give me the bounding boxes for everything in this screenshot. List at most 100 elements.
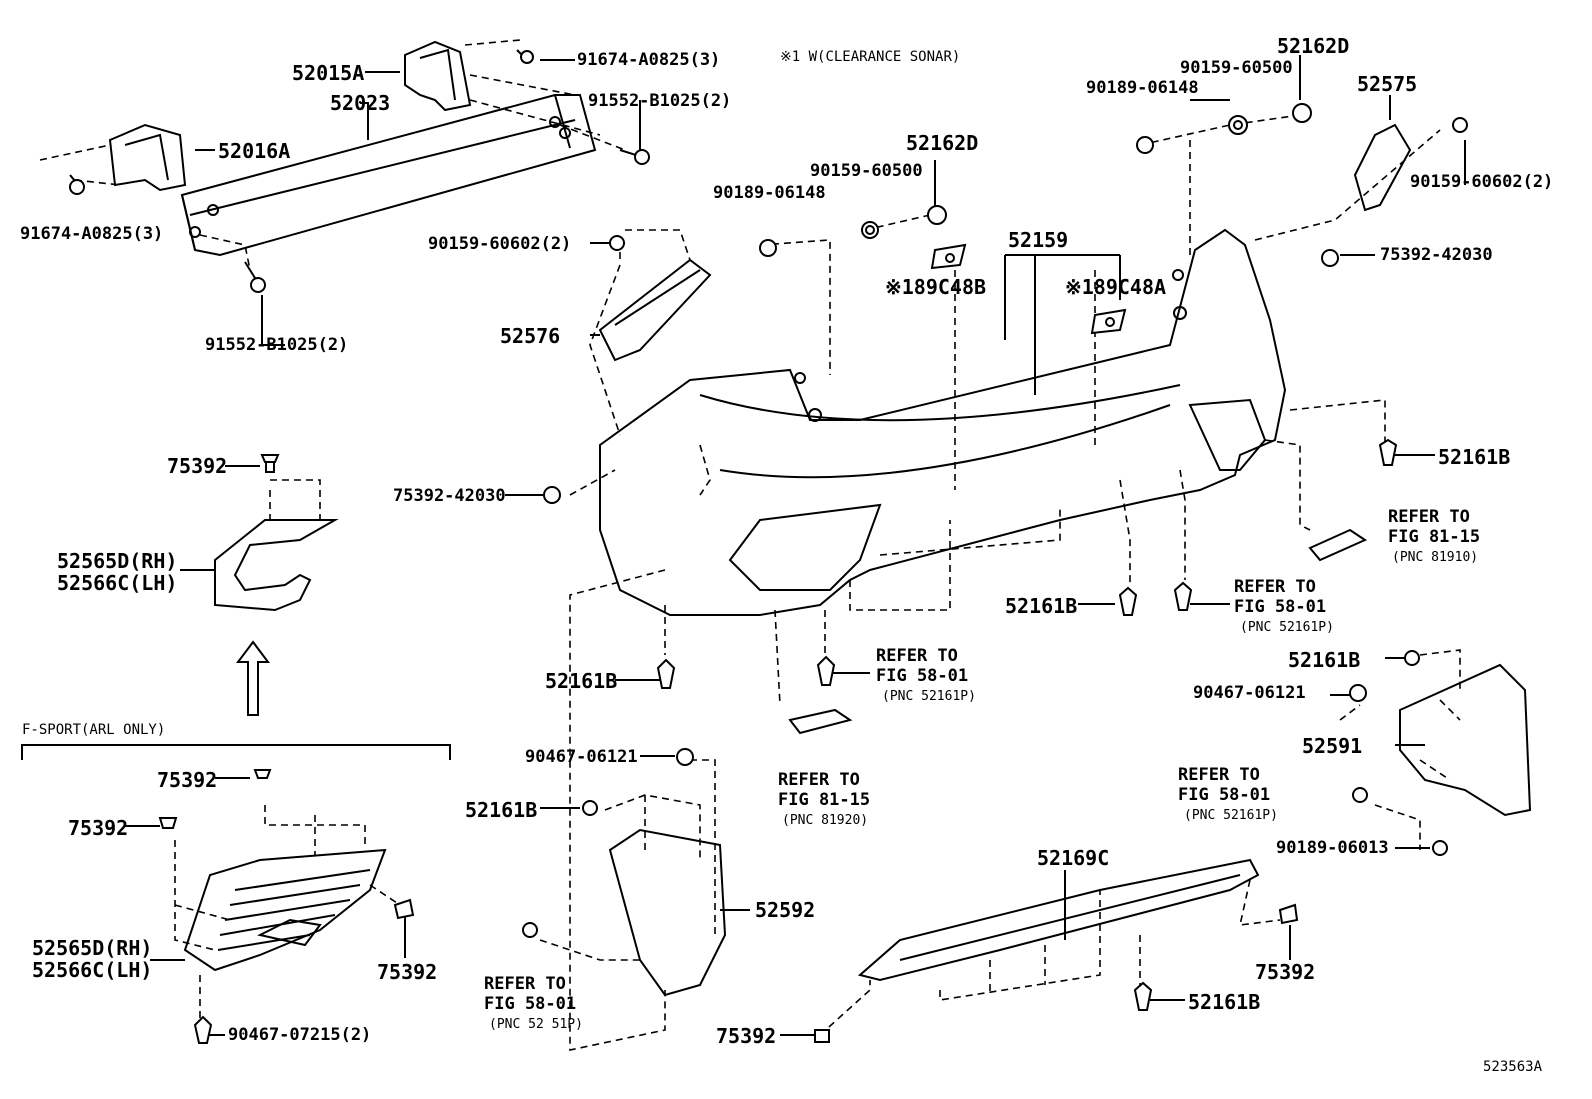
bolt-91674-left [69, 174, 85, 195]
clip-75392-fs1 [253, 769, 272, 779]
label-52015A: 52015A [292, 61, 365, 85]
label-ref58-b3: (PNC 52161P) [882, 689, 976, 704]
sensor-189C48A [1090, 308, 1127, 335]
label-52592: 52592 [755, 898, 816, 922]
label-75392-br: 75392 [1255, 960, 1316, 984]
label-90467-c: 90467-06121 [525, 747, 638, 767]
label-52159: 52159 [1008, 228, 1069, 252]
cap-52162D-mid [927, 205, 947, 225]
label-90159-500-right: 90159-60500 [1180, 58, 1293, 78]
label-52161B-l2: 52161B [545, 669, 618, 693]
label-75392-l1: 75392 [167, 454, 228, 478]
clip-52161B-r2 [1404, 650, 1420, 666]
label-ref81-15-b3: (PNC 81920) [782, 813, 869, 828]
label-189C48A: ※189C48A [1065, 275, 1167, 299]
clip-52161B-c1 [1118, 586, 1138, 616]
label-52591: 52591 [1302, 734, 1363, 758]
reflector-81910 [1308, 528, 1368, 562]
label-52565D-1: 52565D(RH) [57, 549, 178, 573]
label-ref58-d2: FIG 58-01 [484, 994, 577, 1014]
fog-cover-upper [214, 519, 339, 612]
label-52575: 52575 [1357, 72, 1418, 96]
label-90189-06013: 90189-06013 [1276, 838, 1389, 858]
label-ref58-c3: (PNC 52161P) [1184, 808, 1278, 823]
label-91552-top: 91552-B1025(2) [588, 91, 732, 111]
label-ref81-15-b2: FIG 81-15 [778, 790, 871, 810]
label-52565D-2: 52565D(RH) [32, 936, 153, 960]
clip-75392-fs2 [158, 817, 178, 829]
up-arrow [236, 640, 270, 716]
nut-90467-c [676, 748, 694, 766]
label-75392-fs3: 75392 [377, 960, 438, 984]
fog-cover-fsport [183, 848, 387, 972]
retainer-52575 [1353, 123, 1412, 212]
label-clearance-note: ※1 W(CLEARANCE SONAR) [780, 49, 961, 65]
label-75392-42030-right: 75392-42030 [1380, 245, 1493, 265]
label-ref58-a2: FIG 58-01 [1234, 597, 1327, 617]
clip-ref58-c [1352, 787, 1368, 803]
clip-ref58-a [816, 655, 836, 686]
label-90189-mid: 90189-06148 [713, 183, 826, 203]
label-52566C-1: 52566C(LH) [57, 571, 178, 595]
clip-75392-l1 [260, 454, 280, 473]
bracket-52015A [404, 40, 472, 112]
label-ref58-b2: FIG 58-01 [876, 666, 969, 686]
nut-90467-r [1349, 684, 1367, 702]
label-91674-left: 91674-A0825(3) [20, 224, 164, 244]
label-52161B-bot: 52161B [1188, 990, 1261, 1014]
label-52161B-r2: 52161B [1288, 648, 1361, 672]
label-ref81-15-a3: (PNC 81910) [1392, 550, 1479, 565]
label-75392-fs2: 75392 [68, 816, 129, 840]
label-52162D-mid: 52162D [906, 131, 979, 155]
bolt-91674-top [516, 49, 534, 64]
label-ref58-a3: (PNC 52161P) [1240, 620, 1334, 635]
label-ref81-15-b1: REFER TO [778, 770, 860, 790]
fasteners [69, 49, 1468, 1044]
bolt-91552-bot [244, 261, 266, 293]
label-90467-07215: 90467-07215(2) [228, 1025, 372, 1045]
nut-90159-500-mid [861, 221, 879, 239]
clip-90189-06013 [1432, 840, 1448, 856]
label-52161B-c2: 52161B [465, 798, 538, 822]
lower-spoiler-52169C [857, 858, 1260, 982]
nut-90189-mid [759, 239, 777, 257]
label-52016A: 52016A [218, 139, 291, 163]
bracket-52016A [108, 123, 187, 192]
screw-90159-602-left [609, 235, 625, 251]
figure-id: 523563A [1483, 1059, 1543, 1075]
label-75392-bot: 75392 [716, 1024, 777, 1048]
screw-75392-42030-left [543, 486, 561, 504]
clip-75392-fs3 [393, 898, 415, 920]
label-ref81-15-a2: FIG 81-15 [1388, 527, 1481, 547]
label-ref58-b1: REFER TO [876, 646, 958, 666]
label-ref58-c2: FIG 58-01 [1178, 785, 1271, 805]
label-90467-r: 90467-06121 [1193, 683, 1306, 703]
nut-90159-500-right [1228, 115, 1248, 135]
clip-52161B-bot [1133, 981, 1153, 1011]
screw-75392-42030-right [1321, 249, 1339, 267]
screw-90159-602-right [1452, 117, 1468, 133]
clip-52161B-c1b [1173, 581, 1193, 611]
clip-52161B-l2 [656, 658, 676, 689]
retainer-52576 [598, 258, 712, 362]
clip-52161B-c2 [582, 800, 598, 816]
label-ref58-d3: (PNC 52 51P) [489, 1017, 583, 1032]
reflector-81920 [788, 708, 853, 735]
label-90159-602-right: 90159-60602(2) [1410, 172, 1554, 192]
clip-75392-br [1278, 903, 1299, 925]
mudguard-52591 [1399, 663, 1532, 817]
label-ref58-d1: REFER TO [484, 974, 566, 994]
label-91552-bot: 91552-B1025(2) [205, 335, 349, 355]
clip-90467-07215 [193, 1015, 213, 1044]
clip-ref58-d [522, 922, 538, 938]
label-52161B-r1: 52161B [1438, 445, 1511, 469]
mudguard-52592 [608, 828, 727, 997]
label-75392-42030-left: 75392-42030 [393, 486, 506, 506]
cap-52162D-right [1292, 103, 1312, 123]
bolt-91552-top [619, 149, 650, 165]
clip-75392-bot [814, 1029, 830, 1043]
label-189C48B: ※189C48B [885, 275, 987, 299]
clip-52161B-r1 [1378, 438, 1398, 466]
